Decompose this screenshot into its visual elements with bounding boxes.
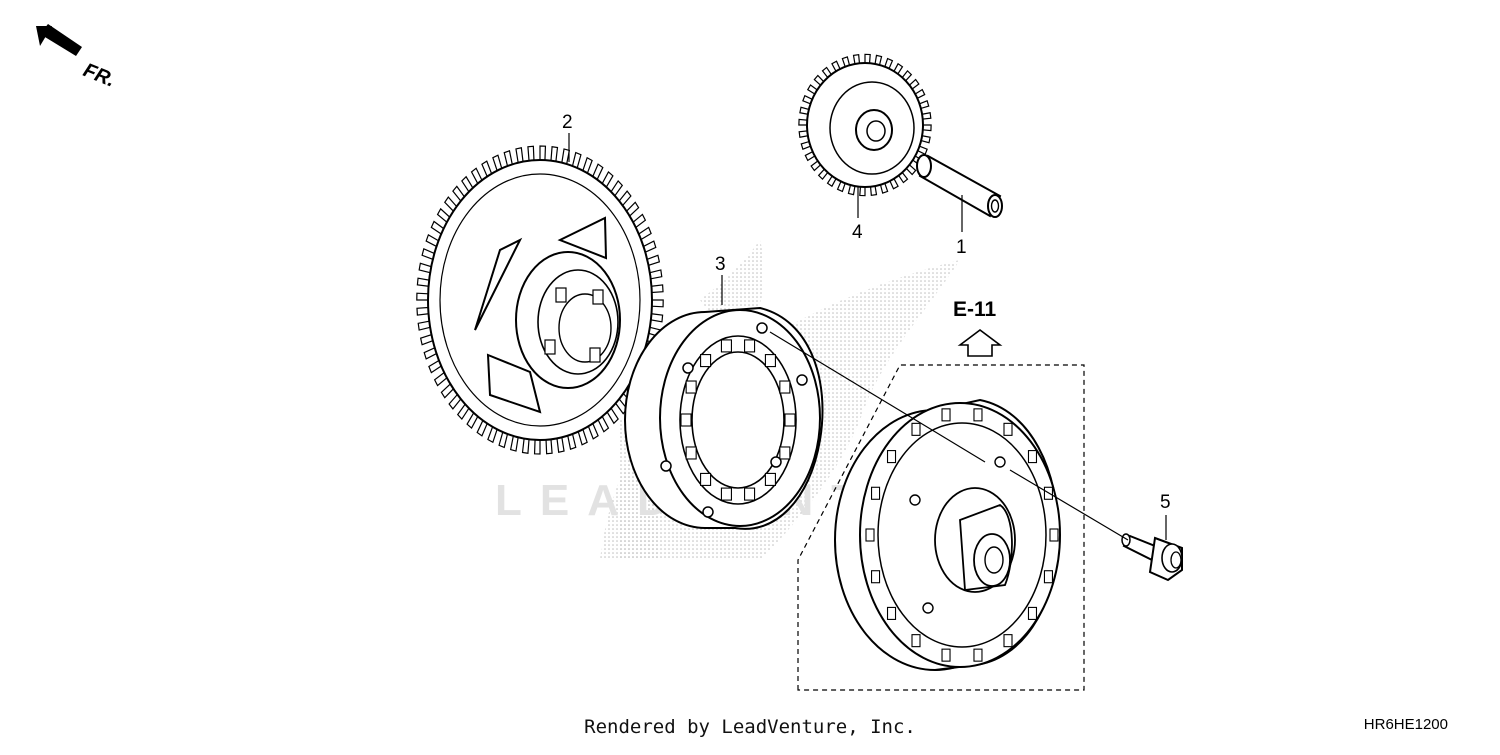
- gear-tooth: [416, 277, 430, 287]
- gear-tooth: [561, 148, 571, 165]
- flywheel-rotor: [834, 398, 1061, 671]
- clutch-roller: [764, 472, 776, 486]
- footer-credit: Rendered by LeadVenture, Inc.: [584, 716, 916, 738]
- clutch-roller: [685, 380, 697, 394]
- flywheel-tab: [886, 450, 897, 464]
- flywheel-tab: [941, 648, 951, 662]
- flywheel-tab: [1043, 570, 1054, 584]
- gear-tooth: [515, 147, 524, 164]
- gear-tooth: [651, 299, 664, 308]
- front-arrow-icon: [36, 24, 82, 56]
- gear-tooth: [859, 186, 866, 197]
- clutch-roller: [720, 487, 732, 501]
- reference-label: E-11: [953, 298, 997, 321]
- gear-tooth: [649, 269, 663, 280]
- gear-tooth: [533, 439, 541, 455]
- gear-tooth: [527, 145, 535, 162]
- gear-tooth: [545, 438, 553, 455]
- flywheel-tab: [870, 486, 881, 500]
- reference-boundary: [797, 364, 1085, 691]
- gear-tooth: [650, 284, 664, 294]
- flywheel-tab: [973, 408, 983, 422]
- callout-part-1: 1: [956, 237, 967, 258]
- clutch-roller: [764, 354, 776, 368]
- flywheel-bolt: [1121, 533, 1183, 582]
- gear-tooth: [550, 146, 559, 163]
- gear-tooth: [416, 292, 429, 301]
- assembly-line: [769, 331, 986, 463]
- reference-arrow-icon: [957, 329, 1003, 357]
- starter-clutch-outer: [624, 306, 824, 530]
- clutch-roller: [744, 487, 756, 501]
- assembly-line: [1009, 469, 1129, 541]
- callout-part-3: 3: [715, 254, 726, 275]
- gear-tooth: [650, 313, 664, 323]
- gear-tooth: [521, 437, 530, 454]
- idle-shaft: [916, 154, 1003, 218]
- clutch-roller: [779, 380, 791, 394]
- clutch-roller: [784, 413, 796, 427]
- callout-part-5: 5: [1160, 492, 1171, 513]
- flywheel-tab: [1049, 528, 1059, 542]
- flywheel-tab: [886, 606, 897, 620]
- flywheel-tab: [1027, 606, 1038, 620]
- gear-tooth: [416, 306, 430, 316]
- flywheel-tab: [911, 634, 921, 648]
- flywheel-tab: [1027, 450, 1038, 464]
- gear-tooth: [922, 124, 932, 132]
- clutch-roller: [685, 446, 697, 460]
- gear-tooth: [509, 435, 519, 452]
- flywheel-tab: [1003, 634, 1013, 648]
- gear-tooth: [798, 118, 808, 126]
- diagram-code: HR6HE1200: [1363, 716, 1448, 733]
- clutch-roller: [700, 354, 712, 368]
- callout-part-2: 2: [562, 112, 573, 133]
- flywheel-tab: [941, 408, 951, 422]
- gear-tooth: [864, 53, 871, 64]
- flywheel-tab: [865, 528, 875, 542]
- callout-part-4: 4: [852, 222, 863, 243]
- flywheel-tab: [911, 422, 921, 436]
- flywheel-tab: [870, 570, 881, 584]
- gear-tooth: [556, 436, 565, 453]
- clutch-roller: [779, 446, 791, 460]
- gear-tooth: [417, 320, 431, 331]
- flywheel-tab: [973, 648, 983, 662]
- direction-label: FR.: [80, 59, 118, 91]
- clutch-roller: [744, 339, 756, 353]
- clutch-roller: [720, 339, 732, 353]
- clutch-roller: [700, 472, 712, 486]
- clutch-roller: [680, 413, 692, 427]
- large-drive-gear: [416, 145, 664, 455]
- small-idle-gear: [798, 53, 932, 197]
- flywheel-tab: [1003, 422, 1013, 436]
- gear-tooth: [539, 145, 547, 161]
